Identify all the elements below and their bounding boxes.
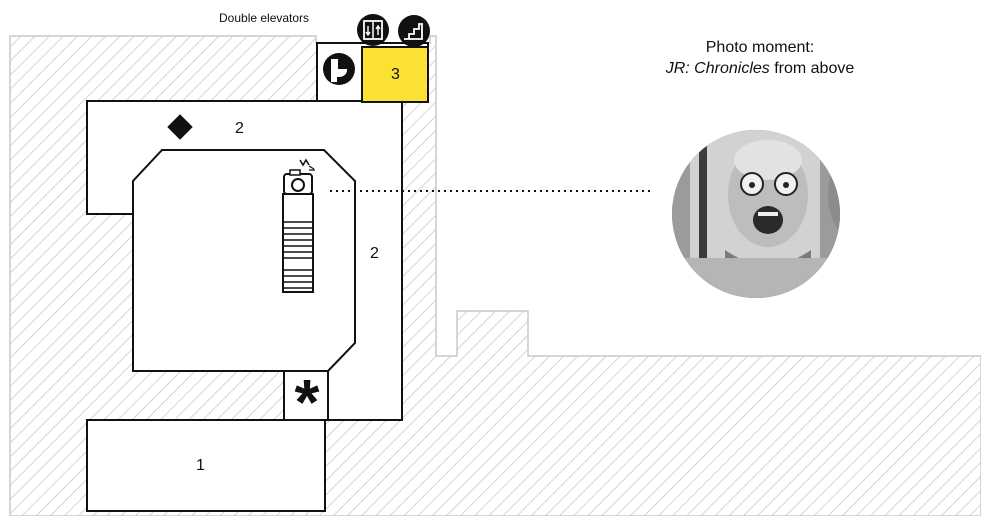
staircase bbox=[282, 193, 314, 293]
elevator-icon bbox=[357, 14, 389, 46]
room-1-area bbox=[86, 419, 326, 512]
photo-caption: Photo moment: JR: Chronicles from above bbox=[600, 37, 920, 79]
elevator-label: Double elevators bbox=[219, 11, 310, 25]
inner-gallery bbox=[132, 149, 356, 372]
photo-caption-rest: from above bbox=[769, 60, 855, 77]
stairs-icon bbox=[398, 15, 430, 47]
room-3-area bbox=[361, 46, 429, 103]
restroom-icon bbox=[323, 53, 355, 85]
camera-icon bbox=[283, 158, 315, 195]
room-1-label: 1 bbox=[196, 457, 205, 474]
photo-inset-icon bbox=[672, 130, 840, 298]
photo-caption-line1: Photo moment: bbox=[705, 39, 815, 56]
room-3-label: 3 bbox=[391, 66, 400, 83]
room-2-east-label: 2 bbox=[370, 245, 379, 262]
photo-caption-line2: JR: Chronicles from above bbox=[600, 58, 920, 79]
photo-caption-title: JR: Chronicles bbox=[665, 60, 770, 77]
room-2-north-label: 2 bbox=[235, 120, 244, 137]
asterisk-marker-icon: * bbox=[295, 366, 320, 438]
